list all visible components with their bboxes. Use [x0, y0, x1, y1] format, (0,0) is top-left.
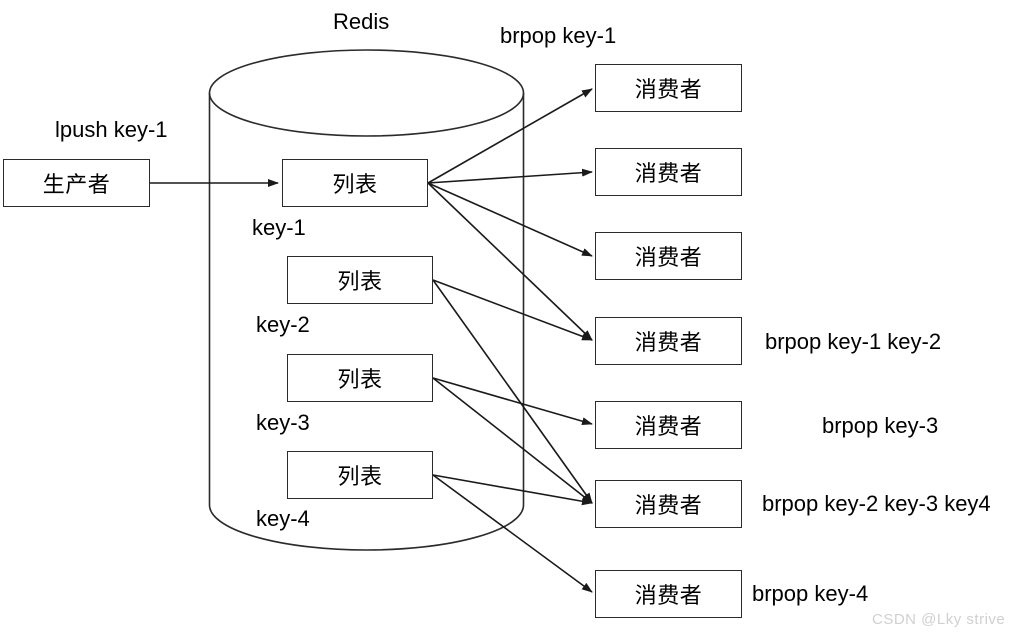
connector-list1-to-consumer1	[427, 88, 593, 184]
consumer-command-4: brpop key-1 key-2	[765, 329, 942, 354]
list-label-key-3: 列表	[337, 367, 383, 392]
consumer-command-5: brpop key-3	[822, 413, 939, 438]
list-label-key-4: 列表	[337, 464, 383, 489]
brpop-key1-top-label: brpop key-1	[500, 23, 617, 48]
connector-list4-to-consumer6	[432, 474, 593, 506]
consumer-label-2: 消费者	[634, 161, 703, 186]
redis-cylinder-shape	[208, 49, 525, 551]
consumer-box-4[interactable]: 消费者	[595, 317, 742, 365]
list-label-key-2: 列表	[337, 269, 383, 294]
consumer-label-3: 消费者	[634, 245, 703, 270]
consumer-label-4: 消费者	[634, 330, 703, 355]
list-box-key-1[interactable]: 列表	[282, 159, 428, 207]
key-label-3: key-3	[256, 410, 310, 435]
consumer-box-1[interactable]: 消费者	[595, 64, 742, 112]
key-label-4: key-4	[256, 506, 310, 531]
connector-list2-to-consumer6	[432, 279, 593, 504]
consumer-command-6: brpop key-2 key-3 key4	[762, 491, 991, 516]
connector-list2-to-consumer4	[432, 279, 593, 341]
list-label-key-1: 列表	[332, 172, 378, 197]
list-box-key-4[interactable]: 列表	[287, 451, 433, 499]
consumer-box-6[interactable]: 消费者	[595, 480, 742, 528]
connector-list4-to-consumer7	[432, 474, 593, 593]
consumer-box-5[interactable]: 消费者	[595, 401, 742, 449]
producer-box[interactable]: 生产者	[3, 159, 150, 207]
consumer-box-3[interactable]: 消费者	[595, 232, 742, 280]
redis-title: Redis	[333, 9, 390, 34]
connector-list1-to-consumer2	[427, 168, 593, 184]
consumer-box-7[interactable]: 消费者	[595, 570, 742, 618]
csdn-watermark: CSDN @Lky strive	[872, 611, 1006, 628]
key-label-2: key-2	[256, 312, 310, 337]
consumer-label-7: 消费者	[634, 583, 703, 608]
consumer-label-1: 消费者	[634, 77, 703, 102]
list-box-key-2[interactable]: 列表	[287, 256, 433, 304]
lpush-key1-label: lpush key-1	[55, 117, 168, 142]
connector-list3-to-consumer6	[432, 377, 593, 504]
consumer-command-7: brpop key-4	[752, 581, 869, 606]
list-box-key-3[interactable]: 列表	[287, 354, 433, 402]
producer-label: 生产者	[42, 172, 111, 197]
consumer-box-2[interactable]: 消费者	[595, 148, 742, 196]
connector-list1-to-consumer4	[427, 182, 593, 341]
consumer-label-6: 消费者	[634, 493, 703, 518]
consumer-label-5: 消费者	[634, 414, 703, 439]
connector-list3-to-consumer5	[432, 377, 593, 426]
connector-list1-to-consumer3	[427, 182, 593, 257]
key-label-1: key-1	[252, 215, 306, 240]
